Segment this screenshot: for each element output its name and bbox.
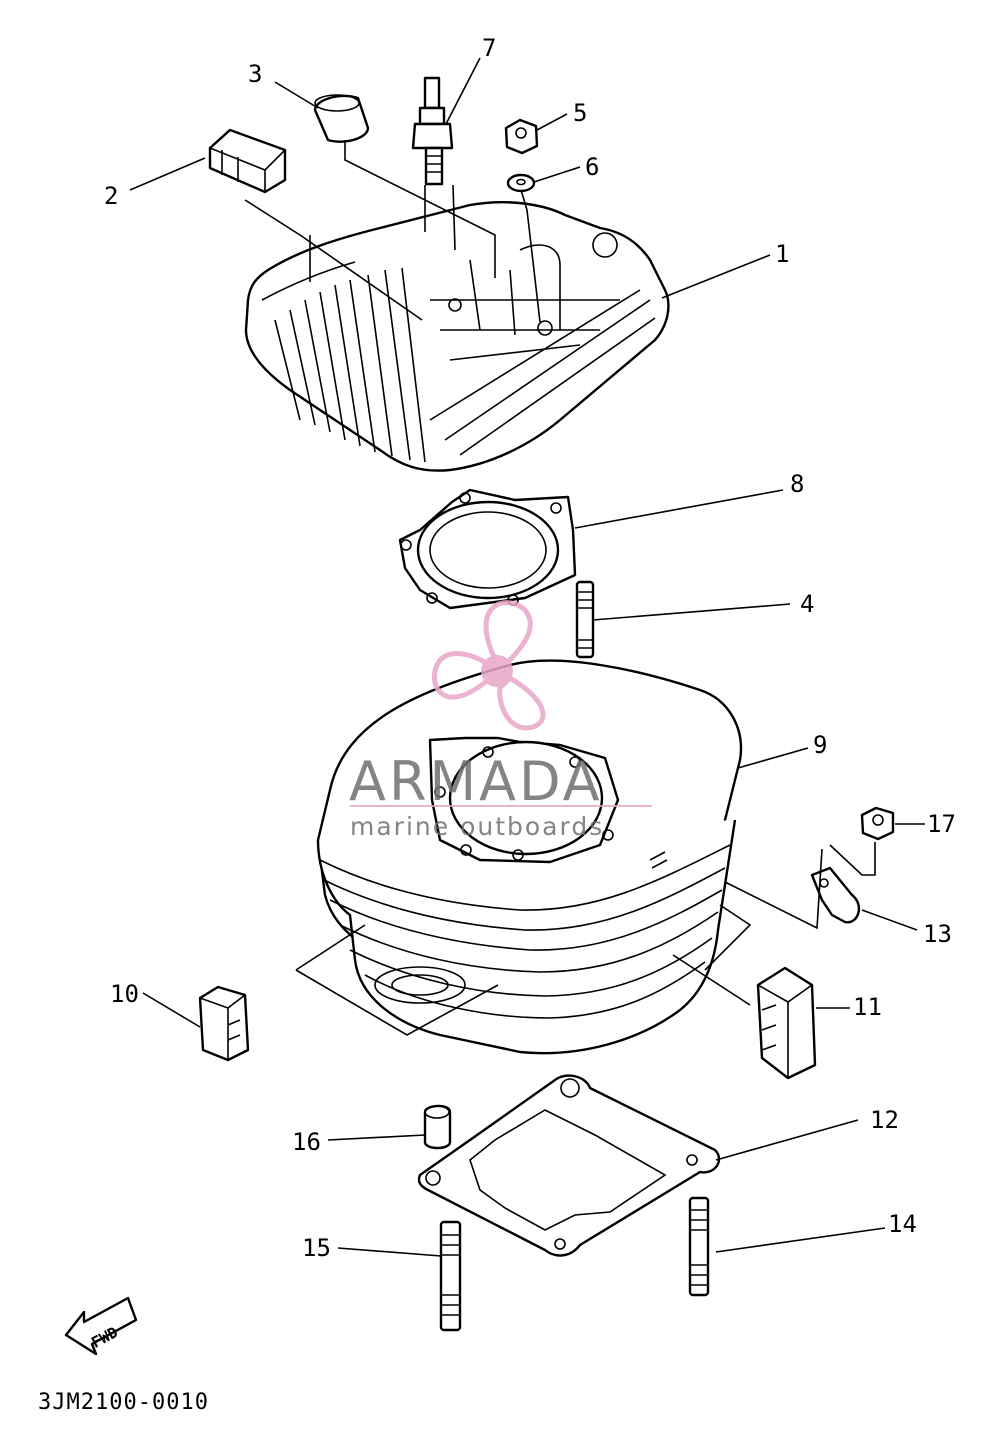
part-5-nut [504, 118, 539, 155]
part-1-cylinder-head [244, 200, 670, 472]
callout-12: 12 [870, 1106, 899, 1134]
callout-13: 13 [923, 920, 952, 948]
callout-14: 14 [888, 1210, 917, 1238]
callout-8: 8 [790, 470, 804, 498]
watermark-title: ARMADA [349, 750, 603, 813]
part-11-damper [756, 966, 817, 1080]
callout-1: 1 [775, 240, 789, 268]
part-10-damper [198, 985, 250, 1062]
callout-10: 10 [110, 980, 139, 1008]
callout-11: 11 [853, 993, 882, 1021]
callout-4: 4 [800, 590, 814, 618]
callout-16: 16 [292, 1128, 321, 1156]
leader-lines [129, 57, 925, 1257]
armada-watermark: ARMADA marine outboards [349, 600, 652, 841]
part-3-cap [313, 94, 370, 143]
callout-2: 2 [104, 182, 118, 210]
part-6-washer [506, 173, 536, 193]
callout-17: 17 [927, 810, 956, 838]
propeller-logo-icon [431, 600, 546, 731]
part-8-head-gasket [398, 488, 577, 610]
callout-9: 9 [813, 731, 827, 759]
part-14-stud [688, 1196, 710, 1297]
callout-15: 15 [302, 1234, 331, 1262]
part-9-cylinder [316, 659, 743, 1055]
fwd-direction-arrow: FWD [64, 1296, 138, 1356]
callout-7: 7 [482, 34, 496, 62]
part-12-base-gasket [417, 1074, 721, 1257]
callout-3: 3 [248, 60, 262, 88]
part-13-clamp [810, 866, 861, 924]
callout-6: 6 [585, 153, 599, 181]
callout-labels: 1 2 3 4 5 6 7 8 9 10 11 12 13 14 15 16 1… [104, 34, 956, 1262]
part-4-stud [575, 580, 595, 659]
callout-5: 5 [573, 99, 587, 127]
drawing-code: 3JM2100-0010 [38, 1390, 209, 1415]
watermark-subtitle: marine outboards [350, 812, 604, 841]
part-2-damper [208, 128, 287, 194]
part-15-stud [439, 1220, 462, 1332]
part-7-spark-plug [411, 76, 454, 186]
part-17-nut [860, 806, 895, 841]
part-16-dowel [423, 1104, 452, 1150]
